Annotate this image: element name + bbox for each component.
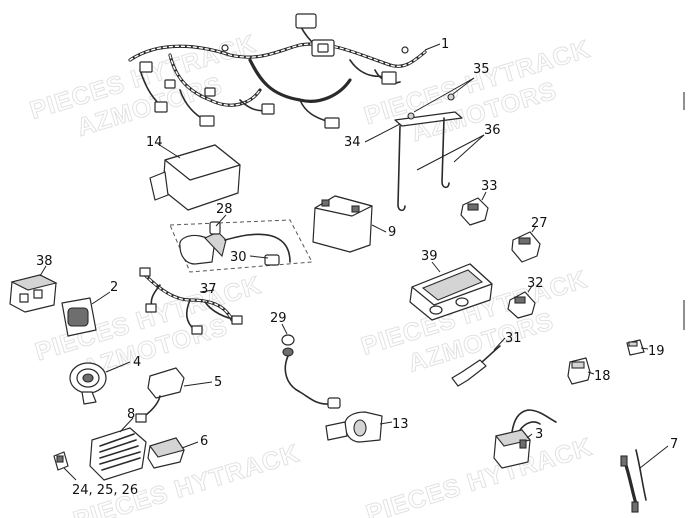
callout-8: 8 bbox=[127, 407, 135, 422]
part-37-secondary-harness: 37 bbox=[139, 267, 243, 335]
part-29-sensor: 29 bbox=[270, 311, 341, 409]
part-32-relay: 32 bbox=[507, 276, 544, 319]
part-7-lead: 7 bbox=[620, 437, 678, 513]
callout-24-25-26: 24, 25, 26 bbox=[72, 483, 138, 498]
part-33-relay: 33 bbox=[460, 179, 498, 226]
callout-19: 19 bbox=[648, 344, 665, 359]
callout-27: 27 bbox=[531, 216, 548, 231]
part-34-bracket: 34 bbox=[344, 111, 463, 150]
callout-4: 4 bbox=[133, 355, 141, 370]
callout-29: 29 bbox=[270, 311, 287, 326]
part-35-screws: 35 bbox=[407, 62, 490, 120]
callout-30: 30 bbox=[230, 250, 247, 265]
callout-7: 7 bbox=[670, 437, 678, 452]
callout-14: 14 bbox=[146, 135, 163, 150]
callout-32: 32 bbox=[527, 276, 544, 291]
part-18-connector: 18 bbox=[567, 357, 611, 385]
callout-3: 3 bbox=[535, 427, 543, 442]
watermark-line1: PIECES HYTRACK bbox=[363, 433, 596, 518]
part-28-30-ignition-coil-group: 28 30 bbox=[169, 202, 313, 273]
callout-33: 33 bbox=[481, 179, 498, 194]
part-9-battery: 9 bbox=[312, 195, 396, 253]
part-1-main-wiring-harness: 1 bbox=[128, 13, 449, 129]
part-2-holder: 2 bbox=[61, 280, 118, 337]
callout-36: 36 bbox=[484, 123, 501, 138]
callout-2: 2 bbox=[110, 280, 118, 295]
part-24-25-26-connector: 24, 25, 26 bbox=[53, 451, 138, 498]
part-14-cdi-unit: 14 bbox=[146, 135, 241, 211]
part-36-mounting-rods: 36 bbox=[397, 117, 501, 212]
part-31-holder: 31 bbox=[451, 331, 522, 387]
callout-39: 39 bbox=[421, 249, 438, 264]
part-5-module: 5 bbox=[135, 367, 222, 423]
callout-18: 18 bbox=[594, 369, 611, 384]
callout-28: 28 bbox=[216, 202, 233, 217]
callout-35: 35 bbox=[473, 62, 490, 77]
callout-9: 9 bbox=[388, 225, 396, 240]
part-13-solenoid: 13 bbox=[325, 411, 409, 443]
callout-13: 13 bbox=[392, 417, 409, 432]
part-6-relay: 6 bbox=[147, 434, 208, 469]
part-3-relay: 3 bbox=[493, 409, 557, 469]
part-27-relay: 27 bbox=[511, 216, 548, 263]
part-19-connector: 19 bbox=[626, 339, 665, 359]
callout-1: 1 bbox=[441, 37, 449, 52]
callout-34: 34 bbox=[344, 135, 361, 150]
callout-31: 31 bbox=[505, 331, 522, 346]
part-38-connector: 38 bbox=[9, 254, 58, 313]
part-4-horn: 4 bbox=[69, 355, 141, 405]
callout-37: 37 bbox=[200, 282, 217, 297]
part-39-fuse-box: 39 bbox=[409, 249, 493, 321]
part-8-rectifier: 8 bbox=[89, 407, 147, 481]
callout-6: 6 bbox=[200, 434, 208, 449]
callout-38: 38 bbox=[36, 254, 53, 269]
callout-5: 5 bbox=[214, 375, 222, 390]
